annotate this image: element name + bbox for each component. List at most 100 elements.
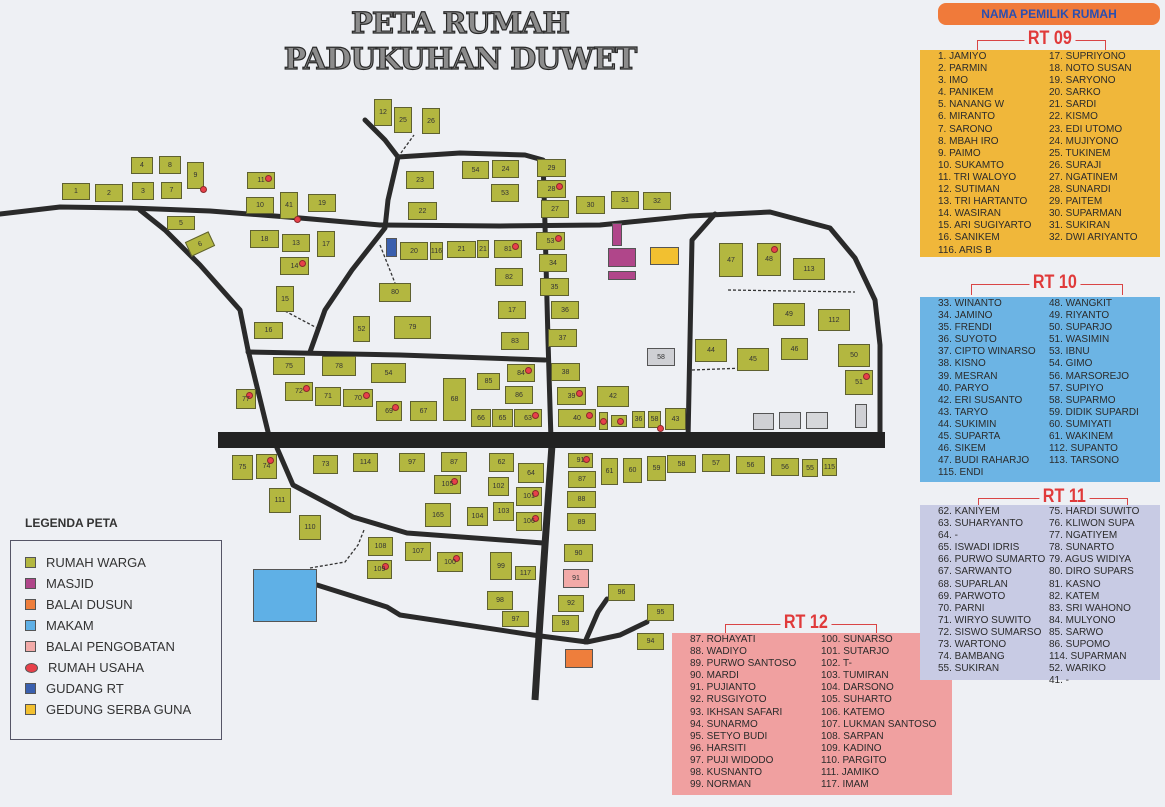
house-number: 87	[450, 458, 458, 466]
owner-list-item: 82. KATEM	[1049, 590, 1100, 602]
house-number: 45	[749, 356, 757, 363]
owner-list-item: 110. PARGITO	[821, 754, 887, 766]
owner-list-item: 112. SUPANTO	[1049, 443, 1118, 455]
house: 103	[493, 502, 514, 521]
house-number: 49	[785, 311, 793, 318]
house: 80	[379, 283, 411, 302]
house-number: 101	[523, 493, 535, 500]
house-number: 82	[505, 273, 513, 281]
house-number: 23	[416, 176, 424, 184]
owner-list-item: 102. T-	[821, 658, 852, 670]
owners-header: NAMA PEMILIK RUMAH	[938, 3, 1160, 25]
house-number: 84	[517, 369, 525, 377]
house: 78	[322, 356, 356, 376]
owner-list-item: 108. SARPAN	[821, 730, 884, 742]
house	[599, 412, 608, 430]
house: 63	[514, 409, 542, 427]
house-number: 75	[238, 464, 247, 471]
house-number: 16	[264, 327, 273, 334]
owner-list-item: 18. NOTO SUSAN	[1049, 63, 1132, 75]
house: 81	[494, 240, 522, 258]
house-number: 117	[519, 569, 532, 577]
owner-list-item: 80. DIRO SUPARS	[1049, 566, 1134, 578]
house: 26	[422, 108, 440, 134]
house: 53	[491, 184, 519, 202]
owner-list-item: 84. MULYONO	[1049, 614, 1116, 626]
house: 99	[490, 552, 512, 580]
footpath	[397, 134, 415, 158]
house-number: 97	[511, 615, 520, 623]
house: 111	[269, 488, 291, 513]
main-road	[218, 432, 885, 448]
masjid	[608, 248, 636, 267]
house: 44	[695, 339, 727, 362]
owner-list-item: 23. EDI UTOMO	[1049, 123, 1123, 135]
house: 64	[518, 463, 544, 483]
house-number: 37	[558, 334, 567, 342]
owner-list-item: 78. SUNARTO	[1049, 542, 1115, 554]
house: 47	[719, 243, 743, 277]
owner-list-item: 53. IBNU	[1049, 346, 1090, 358]
balai-pengobatan: 91	[563, 569, 589, 588]
rumah-usaha-marker-icon	[586, 412, 593, 419]
house: 24	[492, 160, 519, 178]
legend-label: MAKAM	[46, 618, 94, 633]
house: 58	[667, 455, 696, 473]
house: 28	[537, 180, 566, 198]
house: 104	[467, 507, 488, 526]
owner-list-item: 109. KADINO	[821, 742, 882, 754]
map-title-line1: PETA RUMAH	[350, 5, 570, 40]
rumah-usaha-marker-icon	[617, 418, 624, 425]
house-number: 95	[656, 609, 665, 616]
house: 54	[462, 161, 489, 179]
house: 31	[611, 191, 639, 209]
legend-item: BALAI DUSUN	[25, 597, 133, 612]
owner-list-item: 55. SUKIRAN	[938, 663, 1000, 675]
owner-list-item: 45. SUPARTA	[938, 431, 1001, 443]
house: 105	[434, 475, 461, 494]
house-number: 74	[262, 463, 271, 470]
house-number: 30	[586, 201, 595, 209]
house-number: 11	[257, 177, 265, 184]
house: 29	[537, 159, 566, 177]
house: 7	[161, 182, 182, 199]
owner-list-item: 19. SARYONO	[1049, 75, 1116, 87]
house-number: 83	[511, 337, 519, 345]
house-number: 81	[504, 245, 512, 253]
owner-list-item: 3. IMO	[938, 75, 969, 87]
house-number: 86	[515, 391, 523, 399]
owner-list-item: 14. WASIRAN	[938, 208, 1001, 220]
house: 75	[273, 357, 305, 375]
rumah-usaha-marker-icon	[600, 418, 607, 425]
balai-dusun	[565, 649, 593, 668]
owner-list-item: 16. SANIKEM	[938, 232, 1000, 244]
gray-building	[806, 412, 828, 429]
house-number: 64	[527, 469, 535, 477]
house: 42	[597, 386, 629, 407]
owner-list-item: 100. SUNARSO	[821, 634, 893, 645]
owner-list-item: 5. NANANG W	[938, 99, 1005, 111]
owner-list-item: 33. WINANTO	[938, 298, 1002, 309]
house: 15	[276, 286, 294, 312]
owner-list-item: 27. NGATINEM	[1049, 171, 1118, 183]
house: 21	[477, 240, 489, 258]
rumah-usaha-marker-icon	[555, 235, 562, 242]
rumah-usaha-marker-icon	[299, 260, 306, 267]
owner-list-item: 51. WASIMIN	[1049, 334, 1110, 346]
house-number: 115	[823, 463, 836, 471]
owner-list-item: 92. RUSGIYOTO	[690, 694, 767, 706]
owner-list-item: 24. MUJIYONO	[1049, 135, 1119, 147]
house: 82	[495, 268, 523, 286]
house-number: 7	[169, 187, 174, 194]
owner-list-item: 34. JAMINO	[938, 310, 993, 322]
owner-list-item: 106. KATEMO	[821, 706, 885, 718]
house: 56	[771, 458, 799, 476]
rumah-usaha-marker-icon	[532, 412, 539, 419]
house-number: 34	[549, 259, 557, 267]
legend-item: GUDANG RT	[25, 681, 124, 696]
house: 16	[254, 322, 283, 339]
